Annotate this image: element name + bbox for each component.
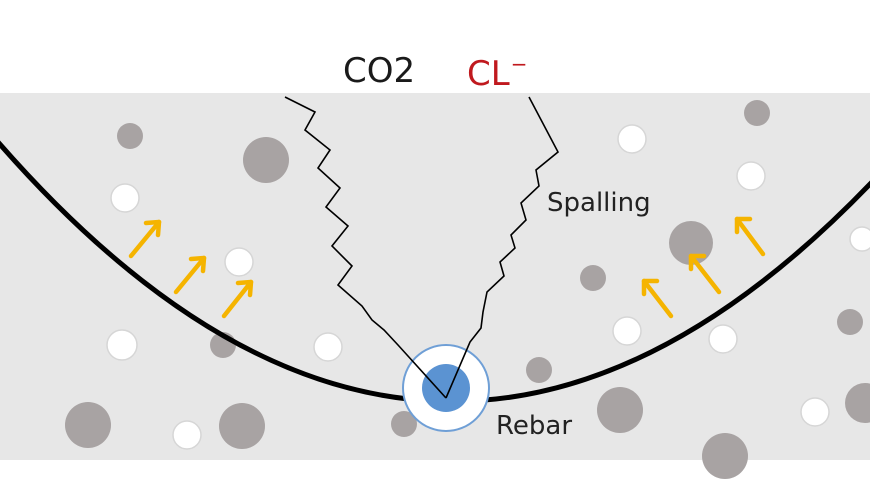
pressure-arrow xyxy=(173,255,207,295)
pressure-arrow xyxy=(128,219,162,259)
gray-aggregate xyxy=(837,309,863,335)
co2-label: CO2 xyxy=(343,51,416,91)
gray-aggregate xyxy=(117,123,143,149)
rebar-core xyxy=(422,364,470,412)
white-void xyxy=(110,183,140,213)
gray-aggregate xyxy=(702,433,748,479)
chloride-label: CL− xyxy=(467,54,527,91)
white-void xyxy=(617,124,647,154)
gray-aggregate xyxy=(219,403,265,449)
cl-crack-path xyxy=(445,96,560,399)
white-voids xyxy=(106,124,870,450)
pressure-arrows xyxy=(128,216,766,319)
gray-aggregate xyxy=(65,402,111,448)
gray-aggregate xyxy=(243,137,289,183)
white-void xyxy=(612,316,642,346)
white-void xyxy=(800,397,830,427)
white-void xyxy=(224,247,254,277)
rebar xyxy=(402,344,490,432)
gray-aggregate xyxy=(580,265,606,291)
white-void xyxy=(736,161,766,191)
gray-aggregate xyxy=(391,411,417,437)
rebar-label: Rebar xyxy=(496,411,573,441)
spalling-label: Spalling xyxy=(547,188,651,218)
chloride-label-text: CL xyxy=(467,54,510,94)
white-void xyxy=(708,324,738,354)
white-void xyxy=(106,329,138,361)
gray-aggregate xyxy=(744,100,770,126)
pressure-arrow xyxy=(734,216,766,257)
pressure-arrow xyxy=(641,278,674,319)
white-void xyxy=(849,226,870,252)
white-void xyxy=(313,332,343,362)
gray-aggregate xyxy=(845,383,870,423)
gray-aggregate xyxy=(597,387,643,433)
co2-crack-path xyxy=(284,96,447,399)
chloride-charge: − xyxy=(510,52,528,76)
pressure-arrow xyxy=(221,279,254,319)
pressure-arrow xyxy=(688,253,722,295)
white-void xyxy=(172,420,202,450)
gray-aggregate xyxy=(526,357,552,383)
